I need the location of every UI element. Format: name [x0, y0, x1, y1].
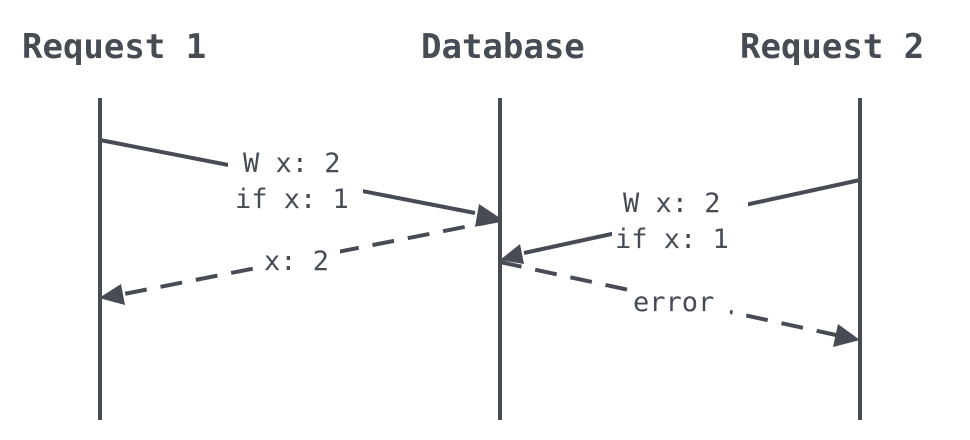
- participant-request-1: Request 1: [22, 27, 206, 67]
- label-background: [228, 142, 363, 214]
- arrowhead: [833, 324, 860, 347]
- arrowhead: [500, 244, 524, 264]
- arrowhead: [475, 204, 500, 227]
- label-background: [258, 244, 340, 278]
- participant-request-2: Request 2: [740, 27, 924, 67]
- message-response-error: error: [499, 260, 860, 347]
- label-background: [630, 284, 730, 318]
- message-label-line-1: W x: 2: [623, 188, 721, 219]
- arrowhead: [99, 284, 125, 305]
- message-label-line-1: W x: 2: [243, 148, 341, 179]
- message-label: error: [633, 287, 714, 318]
- message-label-line-2: if x: 1: [235, 184, 349, 215]
- message-label: x: 2: [264, 246, 329, 277]
- message-write-request-2: W x: 2 if x: 1: [500, 178, 861, 264]
- label-background: [612, 182, 748, 254]
- participant-database: Database: [421, 27, 585, 67]
- message-label-line-2: if x: 1: [615, 224, 729, 255]
- message-line: [499, 260, 837, 337]
- message-write-request-1: W x: 2 if x: 1: [99, 138, 500, 227]
- message-response-x2: x: 2: [99, 218, 501, 305]
